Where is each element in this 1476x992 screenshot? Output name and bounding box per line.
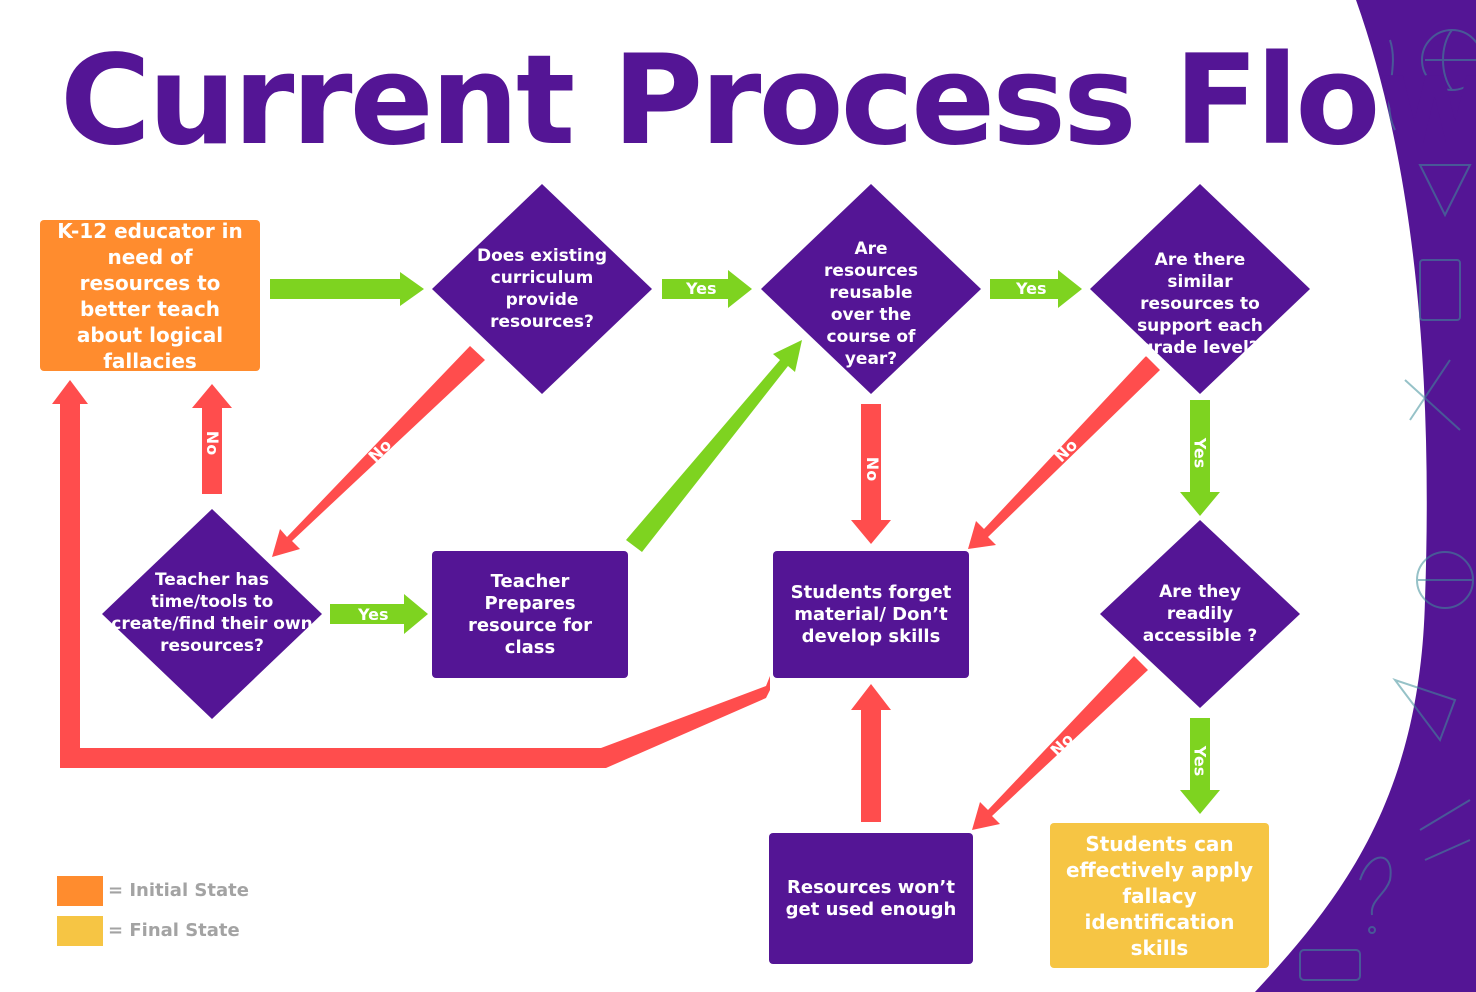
yes-arrows: [270, 270, 1220, 814]
decision-diamonds: [102, 184, 1310, 719]
arrow-no-accessible-to-notused: [972, 656, 1148, 830]
page-title: Current Process Flow: [60, 29, 1476, 173]
legend-initial-swatch: [57, 876, 103, 906]
label-yes-accessible: Yes: [1190, 745, 1210, 777]
arrow-yes-curriculum-to-reusable: [662, 270, 752, 308]
label-no-teacher: No: [203, 430, 223, 456]
arrow-yes-accessible-to-final: [1180, 718, 1220, 814]
diamond-curriculum-text: Does existing curriculum provide resourc…: [476, 246, 608, 332]
arrow-no-similar-to-forget: [968, 356, 1160, 549]
no-arrows: [52, 346, 1160, 830]
arrow-no-curriculum-to-teacher: [272, 346, 485, 557]
decorative-side-band: [1255, 0, 1476, 992]
students-forget-node: Students forget material/ Don’t develop …: [773, 551, 969, 678]
decorative-doodles: [1299, 29, 1476, 981]
arrow-no-reusable-to-forget: [851, 404, 891, 544]
diamond-reusable: [761, 184, 981, 394]
diamond-similar: [1090, 184, 1310, 394]
label-no-reusable: No: [863, 456, 883, 482]
final-node: Students can effectively apply fallacy i…: [1050, 823, 1269, 968]
legend-initial-label: = Initial State: [108, 880, 249, 901]
diamond-teacher-time-text: Teacher has time/tools to create/find th…: [111, 570, 313, 656]
label-yes-similar: Yes: [1190, 437, 1210, 469]
diamond-accessible-text: Are they readily accessible ?: [1142, 582, 1258, 646]
label-yes-curriculum: Yes: [686, 279, 717, 298]
arrow-yes-similar-to-accessible: [1180, 400, 1220, 516]
diamond-accessible: [1100, 520, 1300, 708]
arrow-start-to-curriculum: [270, 272, 424, 306]
legend-final-label: = Final State: [108, 920, 240, 941]
resources-not-used-node: Resources won’t get used enough: [769, 833, 973, 964]
arrow-prepares-to-reusable: [626, 340, 802, 552]
diamond-curriculum: [432, 184, 652, 394]
legend-final-swatch: [57, 916, 103, 946]
start-node: K-12 educator in need of resources to be…: [40, 219, 260, 373]
diamond-similar-text: Are there similar resources to support e…: [1137, 250, 1263, 358]
arrow-no-teacher-to-start: [192, 384, 232, 494]
arrow-yes-teacher-to-prepares: [330, 594, 428, 634]
teacher-prepares-node: Teacher Prepares resource for class: [432, 551, 628, 678]
diamond-teacher-time: [102, 509, 322, 719]
arrow-notused-to-forget: [851, 684, 891, 822]
arrow-yes-reusable-to-similar: [990, 270, 1082, 308]
label-yes-teacher: Yes: [358, 605, 389, 624]
label-yes-reusable: Yes: [1016, 279, 1047, 298]
diamond-reusable-text: Are resources reusable over the course o…: [824, 239, 918, 369]
